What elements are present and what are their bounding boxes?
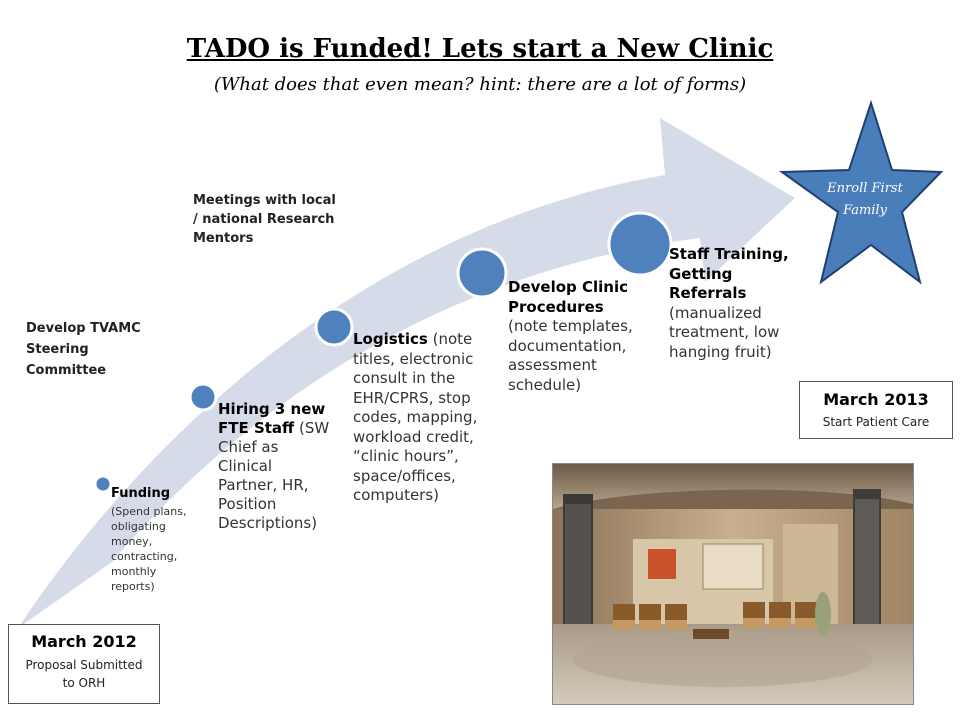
step-circle-3 — [314, 307, 354, 347]
step-training-title: Staff Training, Getting Referrals — [669, 245, 789, 302]
step-procedures-detail: (note templates, documentation, assessme… — [508, 317, 633, 394]
step-circle-2 — [188, 382, 218, 412]
milestone-start: March 2012 Proposal Submitted to ORH — [8, 624, 160, 704]
step-hiring-title: Hiring 3 new FTE Staff — [218, 400, 326, 437]
note-research-mentors: Meetings with local / national Research … — [193, 193, 336, 246]
milestone-end: March 2013 Start Patient Care — [799, 381, 953, 439]
step-funding-title: Funding — [111, 486, 171, 501]
arrow-body — [18, 118, 795, 628]
milestone-end-date: March 2013 — [823, 390, 929, 409]
step-hiring: Hiring 3 new FTE Staff (SW Chief as Clin… — [218, 400, 336, 533]
milestone-end-text: Start Patient Care — [822, 415, 930, 429]
milestone-start-date: March 2012 — [31, 632, 137, 651]
step-circle-5 — [607, 211, 673, 277]
note-steering-committee: Develop TVAMC Steering Committee — [26, 321, 141, 378]
step-logistics: Logistics (note titles, electronic consu… — [353, 330, 488, 506]
step-hiring-detail: (SW Chief as Clinical Partner, HR, Posit… — [218, 419, 330, 532]
page-title: TADO is Funded! Lets start a New Clinic — [186, 34, 774, 64]
star-label-line1: Enroll First — [827, 181, 903, 196]
clinic-waiting-room-photo — [552, 463, 914, 705]
step-logistics-detail: (note titles, electronic consult in the … — [353, 330, 478, 504]
star-icon — [779, 100, 944, 285]
milestone-start-text: Proposal Submitted to ORH — [25, 658, 143, 690]
step-logistics-title: Logistics — [353, 330, 428, 348]
step-funding-detail: (Spend plans, obligating money, contract… — [111, 505, 187, 593]
step-training-detail: (manualized treatment, low hanging fruit… — [669, 303, 780, 361]
step-procedures: Develop Clinic Procedures (note template… — [508, 278, 643, 395]
step-procedures-title: Develop Clinic Procedures — [508, 278, 628, 316]
step-training: Staff Training, Getting Referrals (manua… — [669, 245, 799, 362]
star-label-line2: Family — [843, 203, 887, 218]
step-circle-4 — [456, 247, 508, 299]
step-circle-1 — [93, 474, 113, 494]
star-label: Enroll First Family — [800, 178, 930, 222]
page-subtitle: (What does that even mean? hint: there a… — [213, 74, 747, 95]
step-funding: Funding (Spend plans, obligating money, … — [111, 486, 195, 594]
